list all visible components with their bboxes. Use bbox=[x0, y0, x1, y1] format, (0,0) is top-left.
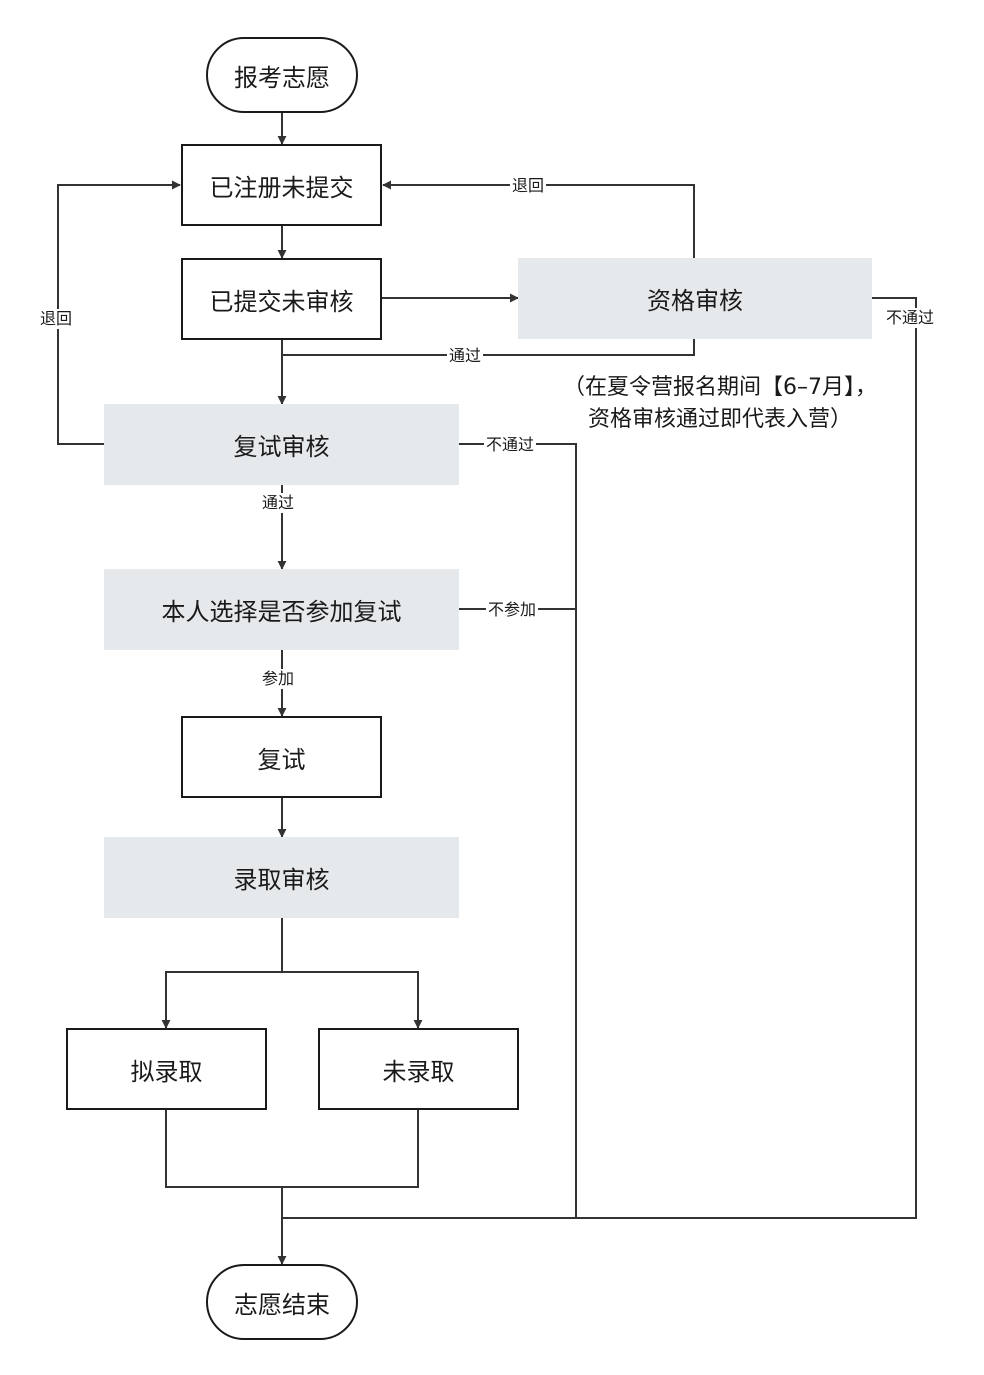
retest-review-node: 复试审核 bbox=[104, 404, 459, 485]
retest-node: 复试 bbox=[181, 716, 382, 798]
edge-results-merge bbox=[165, 1110, 419, 1188]
admission-review-node: 录取审核 bbox=[104, 837, 459, 918]
admission-review-node-label: 录取审核 bbox=[233, 866, 330, 894]
start-node-label: 报考志愿 bbox=[234, 63, 330, 92]
not-admitted-node: 未录取 bbox=[318, 1028, 519, 1110]
summer-camp-note: （在夏令营报名期间【6–7月】， 资格审核通过即代表入营） bbox=[520, 372, 920, 436]
end-node-label: 志愿结束 bbox=[234, 1290, 330, 1319]
admitted-node-label: 拟录取 bbox=[130, 1057, 203, 1086]
end-node: 志愿结束 bbox=[206, 1264, 358, 1340]
edge-label-return-left: 退回 bbox=[38, 309, 75, 329]
retest-node-label: 复试 bbox=[257, 745, 306, 774]
registered-node: 已注册未提交 bbox=[181, 144, 382, 226]
edge-label-qualification-fail: 不通过 bbox=[884, 308, 937, 328]
start-node: 报考志愿 bbox=[206, 37, 358, 113]
edge-qualification-pass bbox=[282, 339, 695, 356]
choose-node: 本人选择是否参加复试 bbox=[104, 569, 459, 650]
summer-camp-note-line1: （在夏令营报名期间【6–7月】， bbox=[563, 375, 877, 400]
choose-node-label: 本人选择是否参加复试 bbox=[161, 598, 402, 626]
admitted-node: 拟录取 bbox=[66, 1028, 267, 1110]
submitted-node: 已提交未审核 bbox=[181, 258, 382, 340]
qualification-node-label: 资格审核 bbox=[647, 287, 743, 315]
summer-camp-note-line2: 资格审核通过即代表入营） bbox=[587, 407, 852, 432]
edge-label-retest-review-fail: 不通过 bbox=[484, 435, 537, 455]
edge-label-return-right: 退回 bbox=[510, 176, 547, 196]
edge-split-admitted bbox=[161, 971, 282, 1029]
not-admitted-node-label: 未录取 bbox=[382, 1057, 455, 1086]
edge-label-qualification-pass: 通过 bbox=[447, 346, 484, 366]
edge-split-not-admitted bbox=[282, 971, 423, 1029]
edge-label-join: 参加 bbox=[260, 669, 297, 689]
submitted-node-label: 已提交未审核 bbox=[209, 287, 354, 316]
registered-node-label: 已注册未提交 bbox=[209, 173, 354, 202]
edge-qualification-return bbox=[382, 180, 695, 258]
edge-label-not-join: 不参加 bbox=[486, 600, 539, 620]
retest-review-node-label: 复试审核 bbox=[233, 433, 330, 461]
edge-label-retest-review-pass: 通过 bbox=[260, 493, 297, 513]
qualification-node: 资格审核 bbox=[518, 258, 872, 339]
edge-qualification-fail bbox=[576, 297, 917, 1219]
